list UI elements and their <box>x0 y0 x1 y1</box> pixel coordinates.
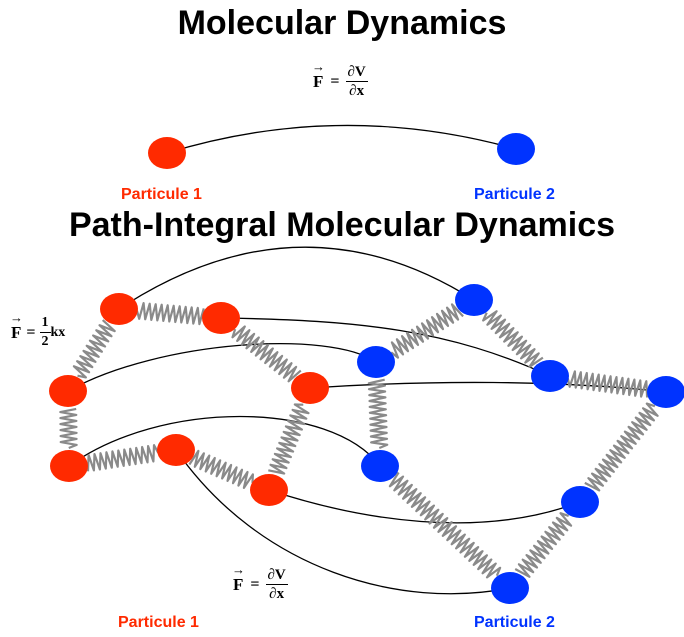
md-particle-1-bead <box>148 137 186 169</box>
blue-ring-spring <box>514 512 573 578</box>
fraction-denominator: ∂x <box>349 83 365 99</box>
red-ring-spring <box>86 444 160 472</box>
blue-ring-spring <box>388 471 502 579</box>
red-ring-spring <box>188 449 254 489</box>
fraction-denominator: 2 <box>41 334 49 349</box>
pimd-interaction-link <box>175 449 511 595</box>
md-force-formula: F = ∂V ∂x <box>312 59 368 99</box>
red-ring-spring <box>59 407 78 450</box>
particle-2-bead <box>561 486 599 518</box>
particle-1-bead <box>250 474 288 506</box>
md-interaction-link <box>166 124 517 154</box>
particle-2-bead <box>647 376 684 408</box>
fraction-numerator: ∂V <box>345 64 368 82</box>
force-vector-symbol: F <box>232 562 245 595</box>
particle-1-bead <box>157 434 195 466</box>
spring-constant-term: kx <box>50 324 66 340</box>
particle-2-bead <box>531 360 569 392</box>
particle-2-bead <box>361 450 399 482</box>
interaction-links <box>67 124 667 595</box>
force-vector-symbol: F <box>312 59 325 92</box>
equals-sign: = <box>330 72 340 90</box>
equals-sign: = <box>250 575 260 593</box>
red-ring-spring <box>268 403 310 475</box>
pimd-interaction-link <box>268 489 581 524</box>
fraction-numerator: 1 <box>39 315 51 333</box>
particle-1-bead <box>202 302 240 334</box>
title-path-integral-md: Path-Integral Molecular Dynamics <box>68 206 616 244</box>
half-fraction: 1 2 <box>39 315 51 350</box>
red-ring-spring <box>135 302 205 326</box>
blue-ring-spring <box>390 303 464 359</box>
spring-force-formula: F = 1 2 kx <box>10 310 66 350</box>
particle-1-bead <box>291 372 329 404</box>
pimd-particle-1-label: Particule 1 <box>118 614 199 631</box>
fraction-numerator: ∂V <box>265 567 288 585</box>
pimd-force-formula: F = ∂V ∂x <box>232 562 288 602</box>
fraction-denominator: ∂x <box>269 586 285 602</box>
title-molecular-dynamics: Molecular Dynamics <box>177 4 507 42</box>
derivative-fraction: ∂V ∂x <box>345 64 368 99</box>
blue-ring-spring <box>566 370 649 398</box>
pimd-interaction-link <box>67 343 377 392</box>
blue-ring-spring <box>482 310 544 368</box>
red-ring-spring <box>231 325 302 383</box>
md-particle-2-label: Particule 2 <box>474 186 555 203</box>
particle-2-bead <box>357 346 395 378</box>
pimd-particle-2-label: Particule 2 <box>474 614 555 631</box>
pimd-interaction-link <box>220 317 551 377</box>
blue-ring-spring <box>584 402 659 492</box>
blue-ring-spring <box>367 378 389 450</box>
ring-polymer-springs <box>59 302 659 579</box>
particle-2-bead <box>491 572 529 604</box>
beads <box>49 133 684 604</box>
derivative-fraction: ∂V ∂x <box>265 567 288 602</box>
force-vector-symbol: F <box>10 310 23 343</box>
red-ring-spring <box>72 319 116 379</box>
md-particle-2-bead <box>497 133 535 165</box>
particle-1-bead <box>100 293 138 325</box>
pimd-interaction-link <box>68 415 381 467</box>
pimd-interaction-link <box>118 246 475 310</box>
particle-1-bead <box>49 375 87 407</box>
md-particle-1-label: Particule 1 <box>121 186 202 203</box>
particle-2-bead <box>455 284 493 316</box>
particle-1-bead <box>50 450 88 482</box>
equals-sign: = <box>26 323 36 341</box>
